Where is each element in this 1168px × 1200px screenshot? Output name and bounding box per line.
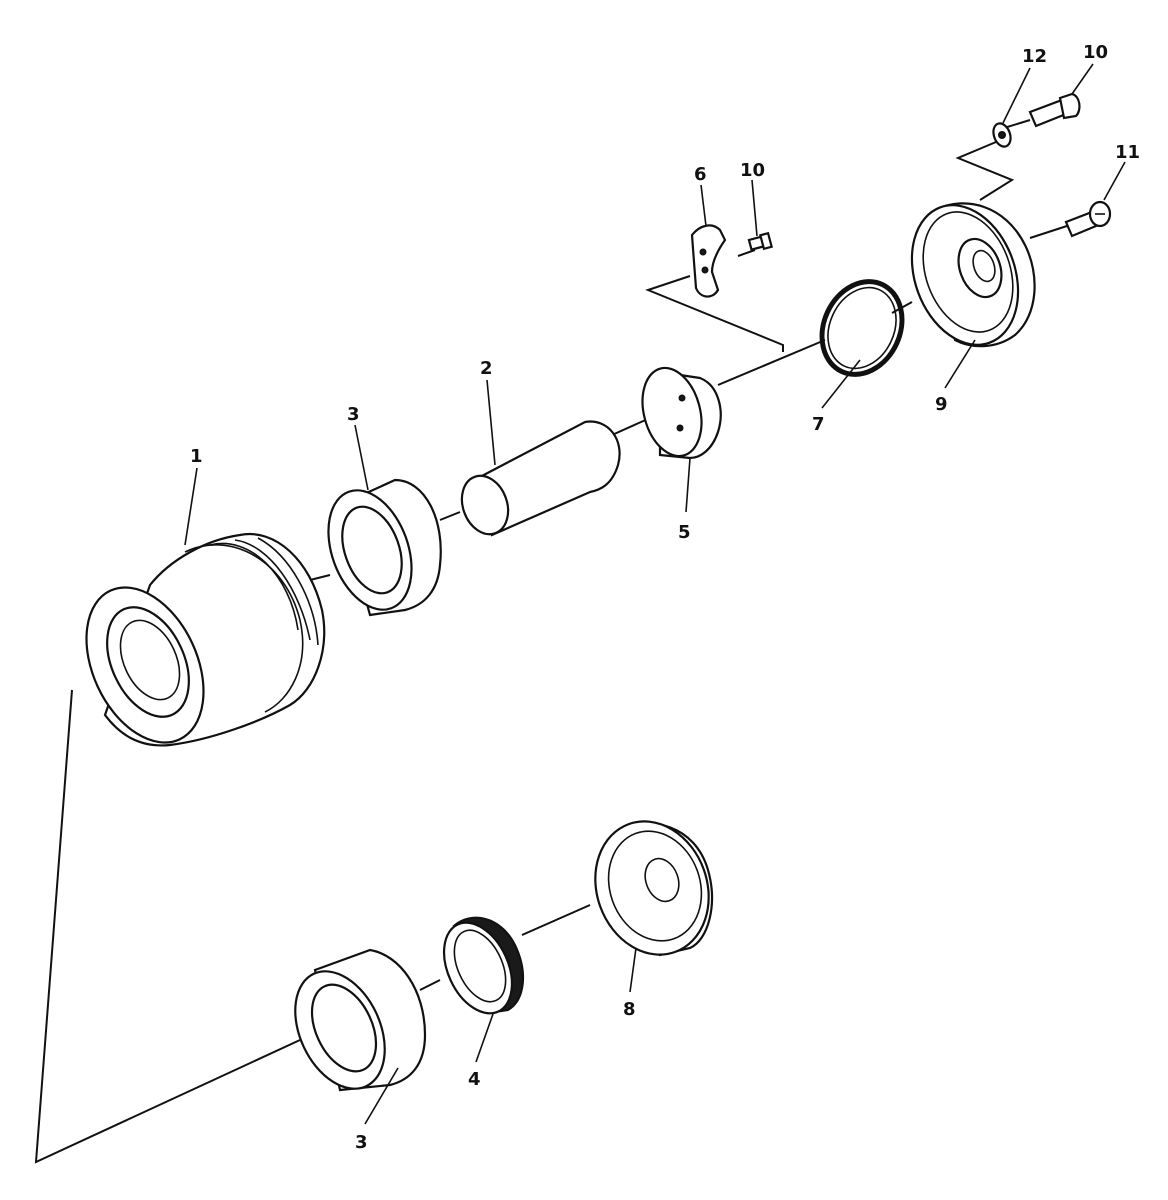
clip-part-6 [690, 224, 727, 298]
seal-part-4 [442, 916, 525, 1015]
callout-8: 8 [623, 999, 636, 1020]
callout-3-upper: 3 [347, 404, 360, 425]
bushing-part-3-lower [294, 948, 427, 1092]
roller-body-part-1 [85, 532, 326, 747]
callout-4: 4 [468, 1069, 481, 1090]
callout-10-small: 10 [740, 160, 765, 181]
callout-12: 12 [1022, 46, 1047, 67]
bushing-part-3-upper [327, 478, 442, 617]
screw-part-10-small [747, 231, 774, 251]
leader-lines [184, 63, 1126, 1125]
assembly-lines [34, 119, 1071, 1164]
callout-9: 9 [935, 394, 948, 415]
callout-7: 7 [812, 414, 825, 435]
washer-part-12 [992, 122, 1012, 148]
plate-part-5 [641, 366, 722, 460]
callout-labels: 1 2 3 3 4 5 6 7 8 9 10 10 11 12 [190, 42, 1140, 1153]
callout-6: 6 [694, 164, 707, 185]
housing-part-9 [910, 202, 1036, 348]
bolt-part-10 [1028, 92, 1081, 128]
seal-housing-part-8 [594, 820, 714, 957]
bolt-part-11 [1064, 200, 1112, 238]
o-ring-part-7 [819, 279, 905, 377]
callout-11: 11 [1115, 142, 1140, 163]
callout-2: 2 [480, 358, 493, 379]
shaft-part-2 [460, 420, 621, 537]
callout-5: 5 [678, 522, 691, 543]
callout-10-bolt: 10 [1083, 42, 1108, 63]
callout-3-lower: 3 [355, 1132, 368, 1153]
callout-1: 1 [190, 446, 203, 467]
